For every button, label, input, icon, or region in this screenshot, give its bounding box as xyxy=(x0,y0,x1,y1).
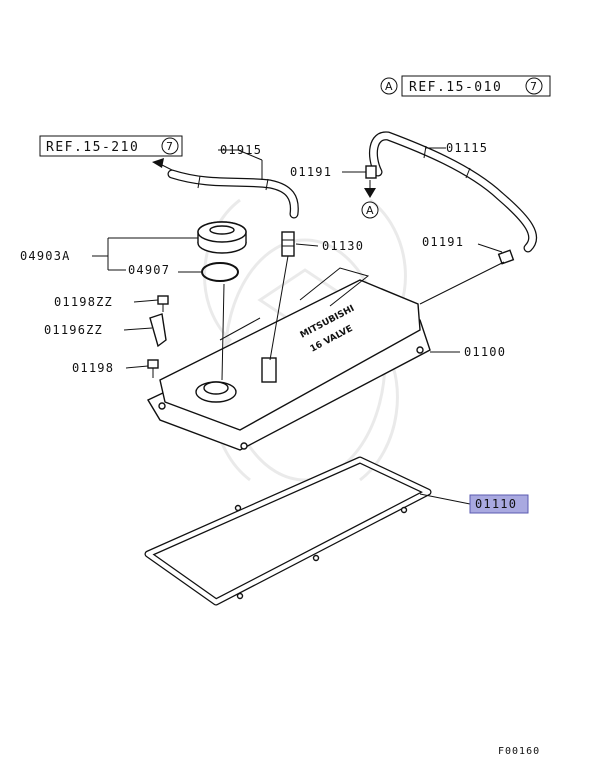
label-01191-b[interactable]: 01191 xyxy=(422,235,464,249)
arrow-letter: A xyxy=(366,204,374,217)
ref-top-num-badge xyxy=(525,77,543,95)
ref-top-group[interactable]: A REF.15-010 7 xyxy=(380,75,551,97)
bolt-01198[interactable] xyxy=(147,359,159,378)
label-01198[interactable]: 01198 xyxy=(72,361,114,375)
figure-code: F00160 xyxy=(498,746,540,757)
label-04903a[interactable]: 04903A xyxy=(20,249,71,263)
label-01115[interactable]: 01115 xyxy=(446,141,488,155)
circle-a-badge xyxy=(380,77,398,95)
ref-left-box xyxy=(39,135,183,157)
bracket-01196zz[interactable] xyxy=(149,313,167,348)
label-01915[interactable]: 01915 xyxy=(220,143,262,157)
ref-left-label: REF.15-210 xyxy=(46,140,139,155)
highlighted-part-label[interactable]: 01110 xyxy=(469,494,529,514)
fitting-01191-b[interactable] xyxy=(497,249,515,265)
label-01191-a[interactable]: 01191 xyxy=(290,165,332,179)
ref-top-label: REF.15-010 xyxy=(409,80,502,95)
bolt-01198zz[interactable] xyxy=(157,295,169,312)
o-ring-04907[interactable] xyxy=(201,262,239,282)
ref-top-num: 7 xyxy=(530,80,537,93)
ref-top-box xyxy=(401,75,551,97)
label-04907[interactable]: 04907 xyxy=(128,263,170,277)
oil-cap-04903a[interactable] xyxy=(197,221,247,254)
rocker-cover-01100[interactable]: MITSUBISHI 16 VALVE xyxy=(147,267,431,451)
ref-left-num: 7 xyxy=(166,140,173,153)
label-01110: 01110 xyxy=(475,497,517,511)
fitting-01191-a[interactable] xyxy=(365,165,377,179)
down-arrow-icon xyxy=(361,180,379,219)
label-01198zz[interactable]: 01198ZZ xyxy=(54,295,113,309)
ref-top-letter: A xyxy=(385,80,393,93)
ref-left-group[interactable]: REF.15-210 7 xyxy=(39,135,183,157)
label-01196zz[interactable]: 01196ZZ xyxy=(44,323,103,337)
pcv-valve-01130[interactable] xyxy=(281,231,295,257)
leader-lines xyxy=(92,147,505,505)
label-01100[interactable]: 01100 xyxy=(464,345,506,359)
gasket-01110[interactable] xyxy=(144,456,432,606)
label-01130[interactable]: 01130 xyxy=(322,239,364,253)
ref-left-num-badge xyxy=(161,137,179,155)
